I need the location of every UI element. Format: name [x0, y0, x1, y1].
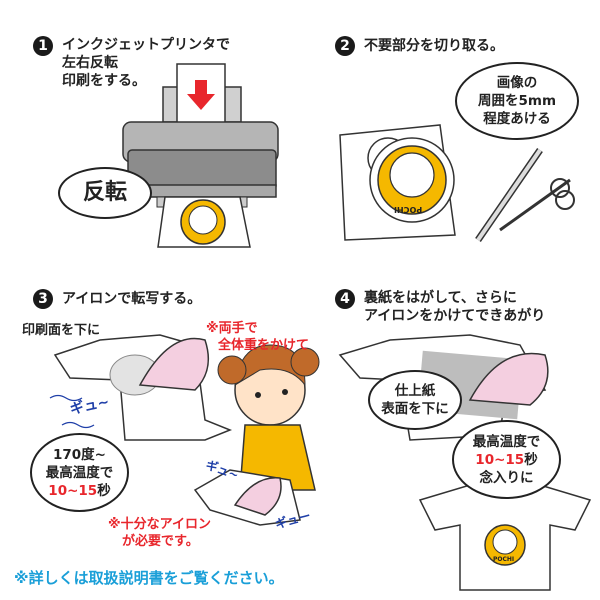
step-1-title-line: 印刷をする。 [62, 73, 146, 89]
step-2-number: 2 [335, 36, 355, 56]
bubble-line: 170度~ [53, 446, 106, 463]
step-2-title: 不要部分を切り取る。 [364, 38, 504, 54]
time-range: 10~15 [475, 451, 525, 468]
shirt-badge-text: POCHI [493, 556, 515, 563]
step-1-title: インクジェットプリンタで 左右反転 印刷をする。 [62, 36, 230, 90]
bubble-time-line: 10~15秒 [48, 482, 110, 500]
step-1-number: 1 [33, 36, 53, 56]
warning-line: ※両手で [206, 321, 258, 336]
step-4-number: 4 [335, 289, 355, 309]
time-unit: 秒 [97, 482, 111, 499]
bubble-line: 念入りに [479, 469, 534, 486]
bubble-line: 表面を下に [381, 401, 449, 417]
warning-line: ※十分なアイロン [108, 517, 211, 532]
step-4-title-line: アイロンをかけてできあがり [364, 308, 546, 324]
step-1-reverse-bubble: 反転 [58, 167, 152, 219]
step-4-title-line: 裏紙をはがして、さらに [364, 290, 517, 306]
bubble-line: 程度あける [483, 111, 551, 127]
step-3-title: アイロンで転写する。 [62, 291, 202, 307]
step-2-margin-bubble: 画像の 周囲を5mm 程度あける [455, 62, 579, 140]
bubble-line: 周囲を5mm [477, 93, 557, 109]
warning-line: が必要です。 [122, 534, 199, 549]
bubble-line: 最高温度で [45, 464, 114, 481]
time-range: 10~15 [48, 482, 98, 499]
print-side-down-label: 印刷面を下に [22, 323, 101, 338]
footer-manual-note: ※詳しくは取扱説明書をご覧ください。 [14, 569, 284, 587]
step-4-temp-bubble: 最高温度で 10~15秒 念入りに [452, 420, 561, 499]
step-1-title-line: 左右反転 [62, 55, 118, 71]
body-weight-warning: ※両手で 全体重をかけて [204, 320, 309, 354]
warning-line: 全体重をかけて [218, 338, 310, 353]
step-4-title: 裏紙をはがして、さらに アイロンをかけてできあがり [364, 289, 545, 325]
step-3-number: 3 [33, 289, 53, 309]
step-1-title-line: インクジェットプリンタで [62, 37, 230, 53]
bubble-line: 画像の [496, 75, 538, 91]
bubble-line: 仕上紙 [394, 383, 436, 399]
iron-warning: ※十分なアイロン が必要です。 [108, 516, 211, 550]
bubble-line: 最高温度で [472, 433, 541, 450]
step-4-paper-bubble: 仕上紙 表面を下に [368, 370, 462, 430]
time-unit: 秒 [524, 451, 538, 468]
step-3-temp-bubble: 170度~ 最高温度で 10~15秒 [30, 433, 129, 512]
bubble-time-line: 10~15秒 [475, 451, 537, 469]
